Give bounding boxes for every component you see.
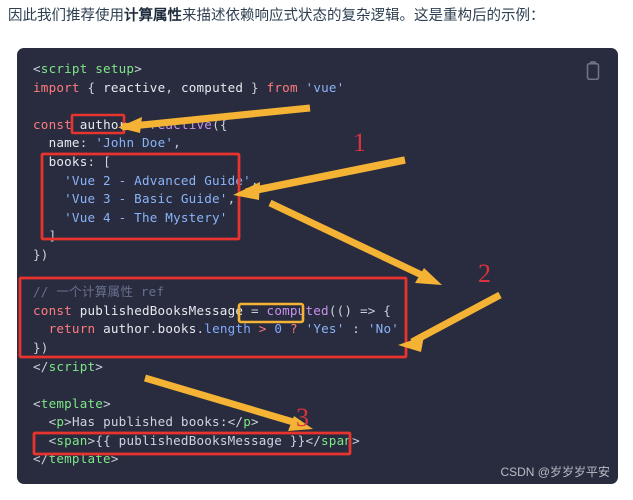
clipboard-icon[interactable] <box>582 60 604 82</box>
code-content: <script setup> import { reactive, comput… <box>33 61 400 467</box>
intro-prefix: 因此我们推荐使用 <box>8 8 124 24</box>
intro-bold-term: 计算属性 <box>124 8 182 24</box>
code-block: <script setup> import { reactive, comput… <box>17 48 618 484</box>
watermark: CSDN @岁岁岁平安 <box>500 465 610 479</box>
intro-paragraph: 因此我们推荐使用计算属性来描述依赖响应式状态的复杂逻辑。这是重构后的示例： <box>8 6 628 26</box>
intro-suffix: 来描述依赖响应式状态的复杂逻辑。这是重构后的示例： <box>182 8 545 24</box>
